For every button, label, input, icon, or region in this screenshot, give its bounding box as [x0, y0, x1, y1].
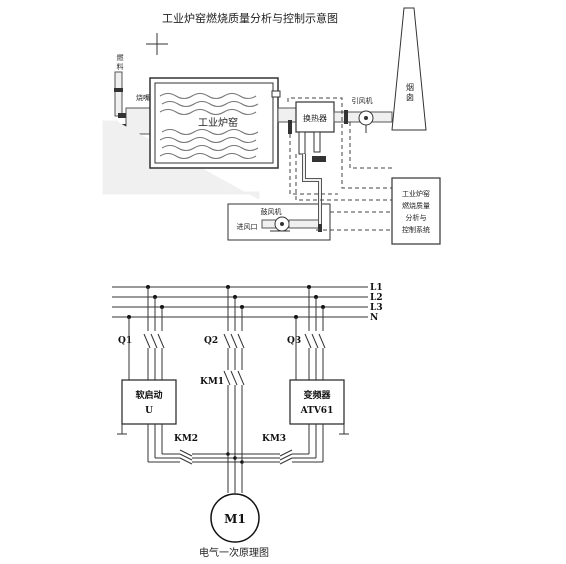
electrical-diagram-caption: 电气一次原理图	[199, 546, 269, 559]
control-box-line-1: 工业炉窑	[402, 189, 430, 198]
air-inlet-label: 进风口	[237, 223, 258, 231]
control-box-line-2: 燃烧质量	[402, 201, 430, 210]
branch-q2: Q2 KM1	[200, 287, 245, 493]
fuel-label-1: 燃	[117, 53, 124, 62]
control-system-box: 工业炉窑 燃烧质量 分析与 控制系统	[391, 177, 441, 245]
branch-q3: Q3 变频器 ATV61	[287, 287, 349, 436]
bus-label-l1: L1	[370, 283, 383, 293]
contactor-label-km1: KM1	[200, 377, 224, 387]
switch-label-q2: Q2	[204, 336, 218, 346]
chimney: 烟 囱	[391, 7, 427, 131]
soft-starter-label: 软启动	[135, 389, 162, 401]
soft-starter-sublabel: U	[145, 406, 153, 416]
fuel-label-2: 料	[117, 62, 124, 71]
fuel-inlet: 燃 料	[114, 53, 124, 117]
inverter-box	[289, 379, 345, 425]
induced-fan-label: 引风机	[352, 96, 373, 105]
furnace: 工业炉窑	[149, 77, 281, 169]
bus-label-l2: L2	[370, 293, 383, 303]
furnace-diagram-title: 工业炉窑燃烧质量分析与控制示意图	[162, 11, 338, 25]
fresh-air-fan: 鼓风机 进风口	[227, 203, 331, 241]
bus-bars: L1 L2 L3 N	[112, 283, 383, 323]
induced-fan: 引风机	[352, 96, 374, 133]
furnace-diagram: 工业炉窑燃烧质量分析与控制示意图 烟 囱 燃 料 烧嘴	[102, 7, 441, 245]
furnace-label: 工业炉窑	[198, 116, 238, 129]
bus-label-n: N	[370, 313, 378, 323]
motor-label: M1	[224, 512, 246, 526]
heat-exchanger-label: 换热器	[303, 113, 327, 123]
control-box-line-4: 控制系统	[402, 225, 430, 234]
chimney-label-1: 烟	[406, 83, 414, 92]
bus-junctions	[127, 285, 325, 319]
motor-m1: M1	[210, 493, 260, 543]
branch-q1: Q1 软启动 U	[117, 287, 177, 462]
contactor-label-km2: KM2	[174, 434, 198, 444]
inverter-label: 变频器	[303, 389, 331, 401]
electrical-diagram: L1 L2 L3 N Q1 软启动 U	[112, 283, 383, 559]
contactor-label-km3: KM3	[262, 434, 286, 444]
flame-lines	[159, 92, 259, 160]
heat-exchanger: 换热器	[295, 101, 335, 155]
inverter-model: ATV61	[300, 406, 334, 416]
control-box-line-3: 分析与	[406, 213, 427, 222]
bus-label-l3: L3	[370, 303, 383, 313]
switch-label-q1: Q1	[118, 336, 132, 346]
burner-label: 烧嘴	[136, 93, 150, 102]
crosshair-mark	[146, 33, 168, 55]
sensor-probe	[288, 120, 292, 134]
control-signal-lines	[287, 97, 392, 231]
fresh-fan-label: 鼓风机	[261, 207, 282, 216]
contactor-km3: KM3	[228, 434, 324, 465]
chimney-label-2: 囱	[406, 92, 414, 102]
switch-label-q3: Q3	[287, 336, 301, 346]
soft-starter-box	[121, 379, 177, 425]
